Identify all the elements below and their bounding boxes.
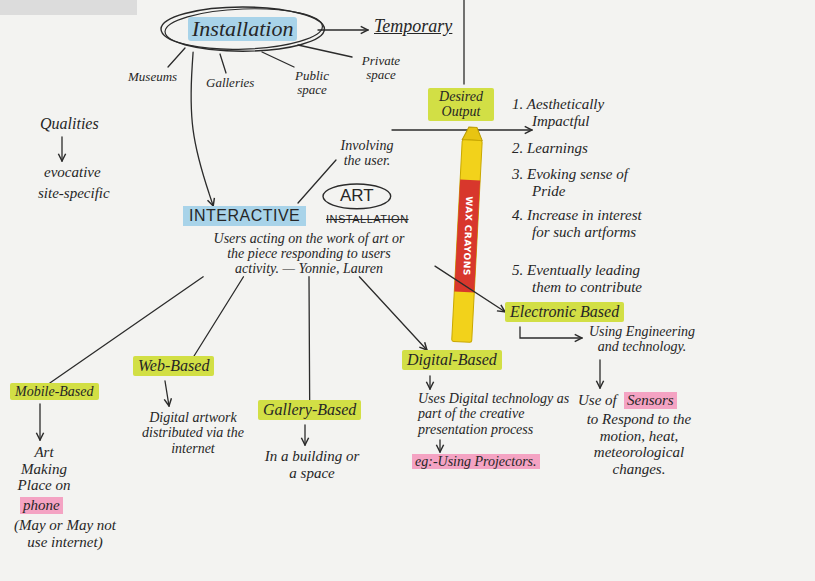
paper-corner — [0, 0, 137, 15]
note-text: site-specific — [38, 185, 110, 202]
heading: Installation — [188, 17, 297, 41]
arrow-line — [165, 381, 169, 406]
axis-arrow — [392, 129, 532, 130]
branch-line — [168, 48, 185, 67]
circled-word: ART — [322, 183, 392, 210]
note-text: (May or May not use internet) — [6, 517, 124, 550]
list-item: 4. Increase in interest for such artform… — [512, 207, 660, 240]
leader-line — [298, 160, 336, 203]
category-highlight: Electronic Based — [505, 302, 624, 322]
category-name: Web-Based — [133, 356, 214, 376]
category-highlight: Mobile-Based — [10, 383, 99, 400]
branch-text: Galleries — [206, 76, 254, 90]
category-highlight: Gallery-Based — [258, 400, 361, 420]
category-name: Electronic Based — [505, 302, 624, 322]
list-item: 3. Evoking sense of Pride — [512, 166, 660, 199]
annotation-text: Involving the user. — [334, 138, 400, 169]
note-text: Temporary — [374, 17, 452, 37]
heading: INTERACTIVE — [183, 206, 306, 226]
branch-line — [298, 45, 352, 57]
highlighted-word: eg:-Using Projectors. — [412, 454, 540, 469]
crayon-wrapper — [454, 180, 480, 293]
branch-line — [220, 54, 226, 73]
list-item: 5. Eventually leading them to contribute — [512, 262, 672, 295]
note-text: In a building or a space — [262, 448, 362, 481]
note-text: to Respond to the motion, heat, meteorol… — [566, 411, 712, 477]
branch-line — [262, 52, 294, 67]
note-text: Digital artwork distributed via the inte… — [128, 410, 258, 456]
axis-line — [463, 0, 464, 84]
wax-crayon — [452, 127, 483, 343]
note-heading: Qualities — [40, 115, 99, 133]
note-text: Use of — [578, 392, 617, 409]
branch-text: Museums — [128, 70, 177, 84]
connector — [359, 277, 427, 350]
crayon-tip — [462, 127, 483, 141]
crayon-body — [452, 140, 483, 343]
category-highlight: Digital-Based — [402, 350, 502, 370]
arrow-line — [599, 360, 600, 388]
connector — [308, 277, 310, 400]
highlighted-word: Sensors — [624, 392, 677, 409]
arrow-line — [429, 376, 430, 389]
outline-stroke — [161, 7, 324, 51]
arrow-line — [439, 440, 440, 452]
definition: Users acting on the work of art or the p… — [207, 231, 412, 277]
circled-heading: Installation — [160, 6, 325, 52]
outline-stroke — [323, 184, 391, 209]
note-text: Art Making Place on — [12, 444, 76, 494]
arrow-line — [39, 404, 40, 440]
arrow-line — [61, 137, 62, 161]
category-name: Mobile-Based — [10, 383, 99, 400]
highlighted-word: phone — [20, 497, 63, 514]
connector — [194, 277, 243, 356]
note-text: evocative — [44, 164, 101, 181]
crayon-brand: WAX CRAYONS — [461, 196, 474, 276]
hook-arrow — [520, 327, 582, 338]
arrow-line — [304, 425, 305, 445]
arrow-line — [318, 29, 368, 30]
heading: ART — [340, 187, 374, 206]
note-text: Using Engineering and technology. — [586, 324, 698, 355]
list-item: 1. Aesthetically Impactful — [512, 96, 660, 129]
list-item: 2. Learnings — [512, 140, 660, 157]
highlighted-heading: Desired Output — [428, 88, 494, 121]
struck-word: INSTALLATION — [326, 213, 409, 225]
category-name: Gallery-Based — [258, 400, 361, 420]
category-name: Digital-Based — [402, 350, 502, 370]
branch-text: Public space — [288, 69, 336, 98]
branch-text: Private space — [356, 54, 406, 83]
heading: Desired Output — [428, 88, 494, 121]
outline-stroke — [164, 6, 323, 52]
note-text: Uses Digital technology as part of the c… — [418, 391, 576, 437]
category-highlight: Web-Based — [133, 356, 214, 376]
